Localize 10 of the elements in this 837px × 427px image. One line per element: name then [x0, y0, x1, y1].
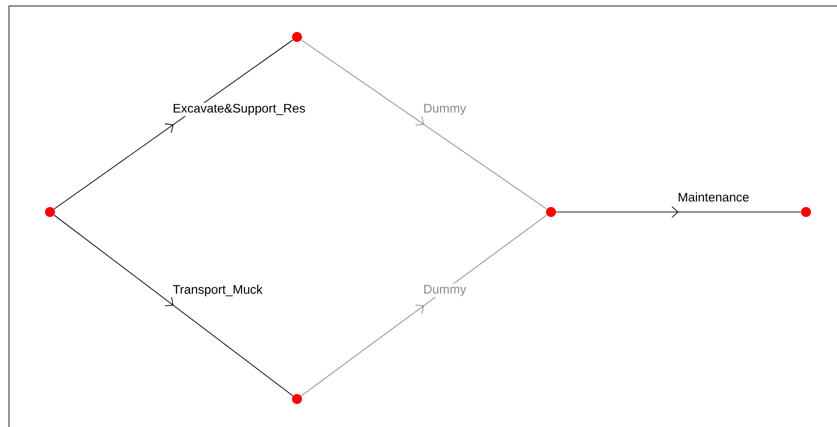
edge-label: Transport_Muck — [172, 284, 264, 298]
node-dot — [801, 206, 811, 217]
node-dot — [45, 206, 56, 217]
node-dot — [292, 394, 302, 404]
edge-label: Excavate&Support_Res — [172, 102, 306, 116]
edge-label: Dummy — [422, 102, 468, 116]
node-dot — [292, 32, 302, 42]
node-dot — [546, 206, 556, 217]
edge-label: Maintenance — [676, 191, 750, 203]
edge-label: Dummy — [422, 284, 468, 298]
